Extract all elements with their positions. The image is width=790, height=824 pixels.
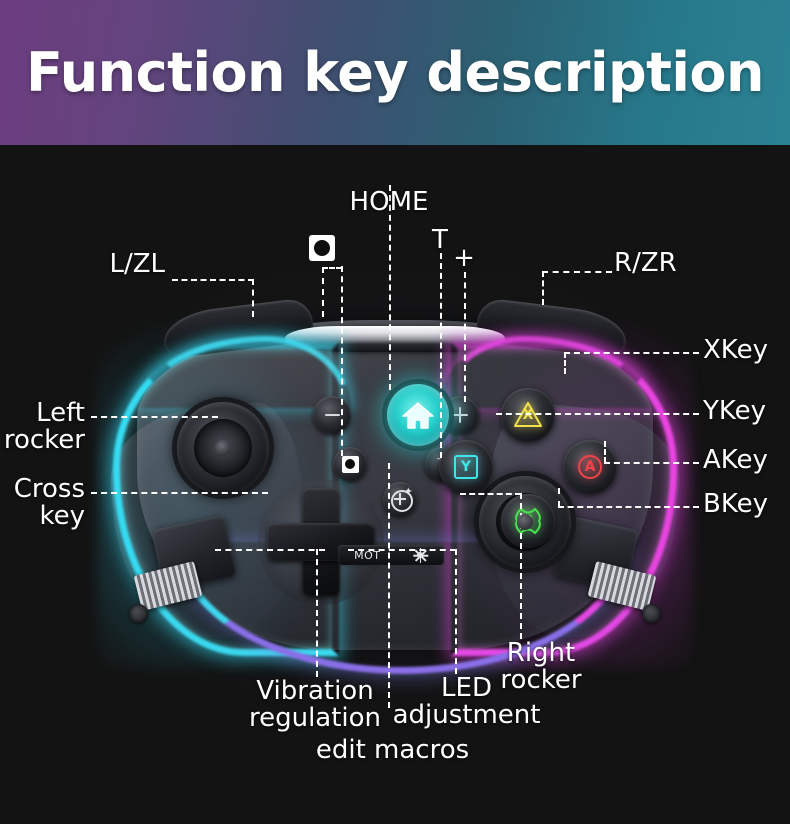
- x-button[interactable]: X: [501, 388, 555, 442]
- leader-bkey-h: [558, 506, 699, 508]
- left-screw: [129, 604, 148, 623]
- leader-bkey-v: [558, 488, 560, 507]
- leader-capture-v: [341, 266, 343, 456]
- minus-icon: [324, 413, 340, 417]
- leader-rzr-v: [542, 271, 544, 305]
- label-cross-key: Cross key: [13, 474, 85, 532]
- dpad[interactable]: [258, 479, 384, 605]
- leader-vibration-h: [215, 549, 325, 551]
- label-rzr: R/ZR: [614, 248, 677, 278]
- label-home: HOME: [349, 187, 429, 217]
- leader-home-v: [389, 185, 391, 390]
- label-xkey: XKey: [703, 335, 768, 365]
- mot-label: MOT: [354, 548, 381, 562]
- a-button[interactable]: A: [563, 440, 617, 494]
- capture-button[interactable]: [333, 447, 367, 481]
- minus-button[interactable]: [313, 396, 351, 434]
- page-title: Function key description: [26, 41, 764, 104]
- leader-t-v: [440, 253, 442, 458]
- leader-left-rocker-h: [91, 416, 218, 418]
- leader-akey-h: [604, 462, 699, 464]
- leader-lzl-h: [172, 279, 254, 281]
- rgb-strip-right: [451, 342, 677, 656]
- leader-ykey-h: [496, 413, 699, 415]
- x-glyph: X: [513, 400, 543, 430]
- x-button-label: X: [522, 407, 534, 423]
- leader-macros-v: [388, 463, 390, 708]
- leader-xkey-v: [564, 352, 566, 374]
- rgb-strip-top-left: [139, 336, 351, 408]
- label-right-rocker: Right rocker: [500, 638, 582, 696]
- label-akey: AKey: [703, 445, 768, 475]
- leader-akey-v: [604, 441, 606, 463]
- y-button[interactable]: Y: [439, 440, 493, 494]
- rgb-strip-left: [113, 342, 339, 656]
- y-button-label: Y: [460, 459, 472, 475]
- y-glyph: Y: [451, 452, 481, 482]
- leader-rzr-h: [542, 271, 612, 273]
- leader-led-h: [348, 549, 456, 551]
- leader-capture-h: [322, 267, 342, 269]
- header-banner: Function key description: [0, 0, 790, 145]
- capture-icon: [341, 455, 359, 473]
- mode-bar[interactable]: MOT: [338, 545, 444, 565]
- controller-illustration: T ✦ X: [97, 290, 693, 690]
- label-ykey: YKey: [703, 396, 767, 426]
- leader-vibration-v: [316, 549, 318, 677]
- label-led-adjustment: LED adjustment: [392, 673, 541, 731]
- label-vibration-regulation: Vibration regulation: [248, 676, 382, 734]
- a-glyph: A: [575, 452, 605, 482]
- leader-capture-v2: [322, 267, 324, 317]
- leader-right-rocker-h: [460, 493, 521, 495]
- rgb-strip-top-right: [439, 336, 651, 408]
- turbo-icon: ✦: [390, 486, 413, 512]
- right-stick-nub: [517, 514, 533, 530]
- sun-icon: [413, 547, 429, 563]
- left-stick-nub: [215, 440, 231, 456]
- right-screw: [642, 604, 661, 623]
- home-button[interactable]: [387, 384, 449, 446]
- leader-led-v: [455, 549, 457, 674]
- leader-plus-v: [464, 272, 466, 402]
- leader-xkey-h: [564, 352, 699, 354]
- leader-right-rocker-v: [520, 493, 522, 639]
- leader-lzl-v: [252, 279, 254, 317]
- capture-legend-icon: [309, 235, 335, 261]
- a-button-label: A: [584, 459, 596, 475]
- label-edit-macros: edit macros: [315, 735, 470, 765]
- leader-cross-key-h: [91, 492, 268, 494]
- label-t: T: [432, 225, 448, 255]
- label-plus: +: [453, 243, 475, 273]
- label-bkey: BKey: [703, 489, 768, 519]
- diagram-stage: T ✦ X: [0, 145, 790, 824]
- label-left-rocker: Left rocker: [3, 398, 85, 456]
- label-lzl: L/ZL: [109, 249, 165, 279]
- home-icon: [401, 400, 435, 430]
- plus-icon: [452, 407, 468, 423]
